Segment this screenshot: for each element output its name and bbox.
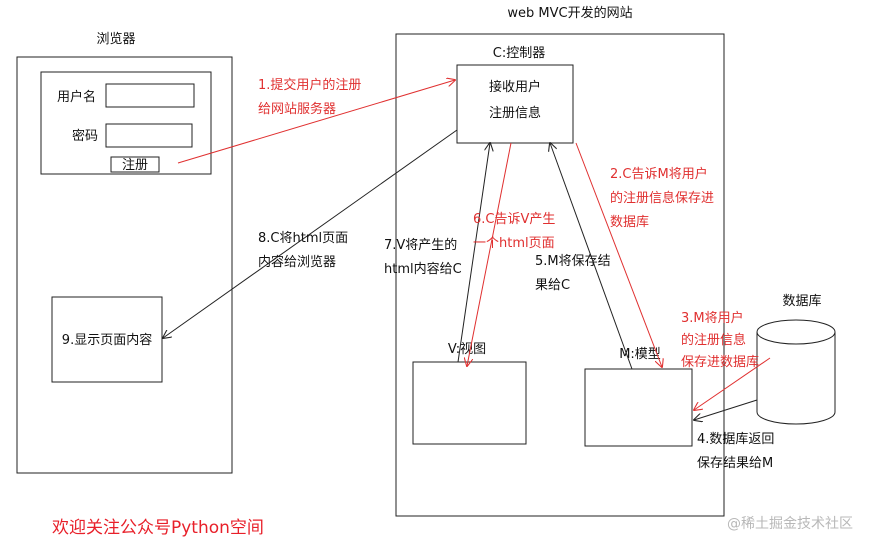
step-8-label: 8.C将html页面 内容给浏览器	[258, 231, 352, 270]
arrow-1	[177, 80, 455, 164]
display-box	[51, 296, 163, 383]
controller-box	[456, 64, 574, 144]
database-title: 数据库	[782, 293, 821, 309]
database-cylinder	[756, 319, 836, 425]
controller-title: C:控制器	[493, 46, 545, 61]
watermark-text: @稀土掘金技术社区	[727, 516, 853, 532]
step-7-label: 7.V将产生的 html内容给C	[384, 237, 462, 277]
promo-text: 欢迎关注公众号Python空间	[52, 518, 264, 538]
username-field[interactable]	[105, 83, 195, 108]
display-label: 9.显示页面内容	[62, 332, 152, 348]
controller-line2: 注册信息	[489, 105, 541, 121]
username-label: 用户名	[57, 89, 96, 105]
arrow-8	[163, 129, 458, 338]
step-6-label: 6.C告诉V产生 一个html页面	[473, 212, 560, 251]
browser-title: 浏览器	[96, 31, 135, 47]
model-box	[584, 368, 693, 447]
browser-frame	[16, 56, 233, 474]
password-label: 密码	[72, 128, 98, 144]
site-title: web MVC开发的网站	[507, 5, 632, 21]
register-button-label: 注册	[122, 158, 148, 173]
step-2-label: 2.C告诉M将用户 的注册信息保存进 数据库	[610, 166, 718, 230]
arrow-3	[694, 357, 771, 410]
register-button[interactable]	[110, 156, 160, 173]
website-frame	[395, 33, 725, 517]
view-title: V:视图	[448, 342, 486, 357]
controller-line1: 接收用户	[489, 79, 541, 95]
arrow-6	[467, 142, 512, 366]
arrow-2	[575, 142, 662, 367]
step-1-label: 1.提交用户的注册 给网站服务器	[258, 77, 366, 117]
model-title: M:模型	[619, 347, 661, 362]
step-5-label: 5.M将保存结 果给C	[535, 254, 615, 293]
arrow-4	[694, 399, 758, 420]
step-3-label: 3.M将用户 的注册信息 保存进数据库	[681, 310, 759, 370]
view-box	[412, 361, 527, 445]
password-field[interactable]	[105, 123, 193, 148]
arrow-5	[550, 143, 633, 370]
register-form	[40, 71, 212, 175]
arrow-7	[457, 143, 490, 363]
step-4-label: 4.数据库返回 保存结果给M	[697, 431, 779, 471]
